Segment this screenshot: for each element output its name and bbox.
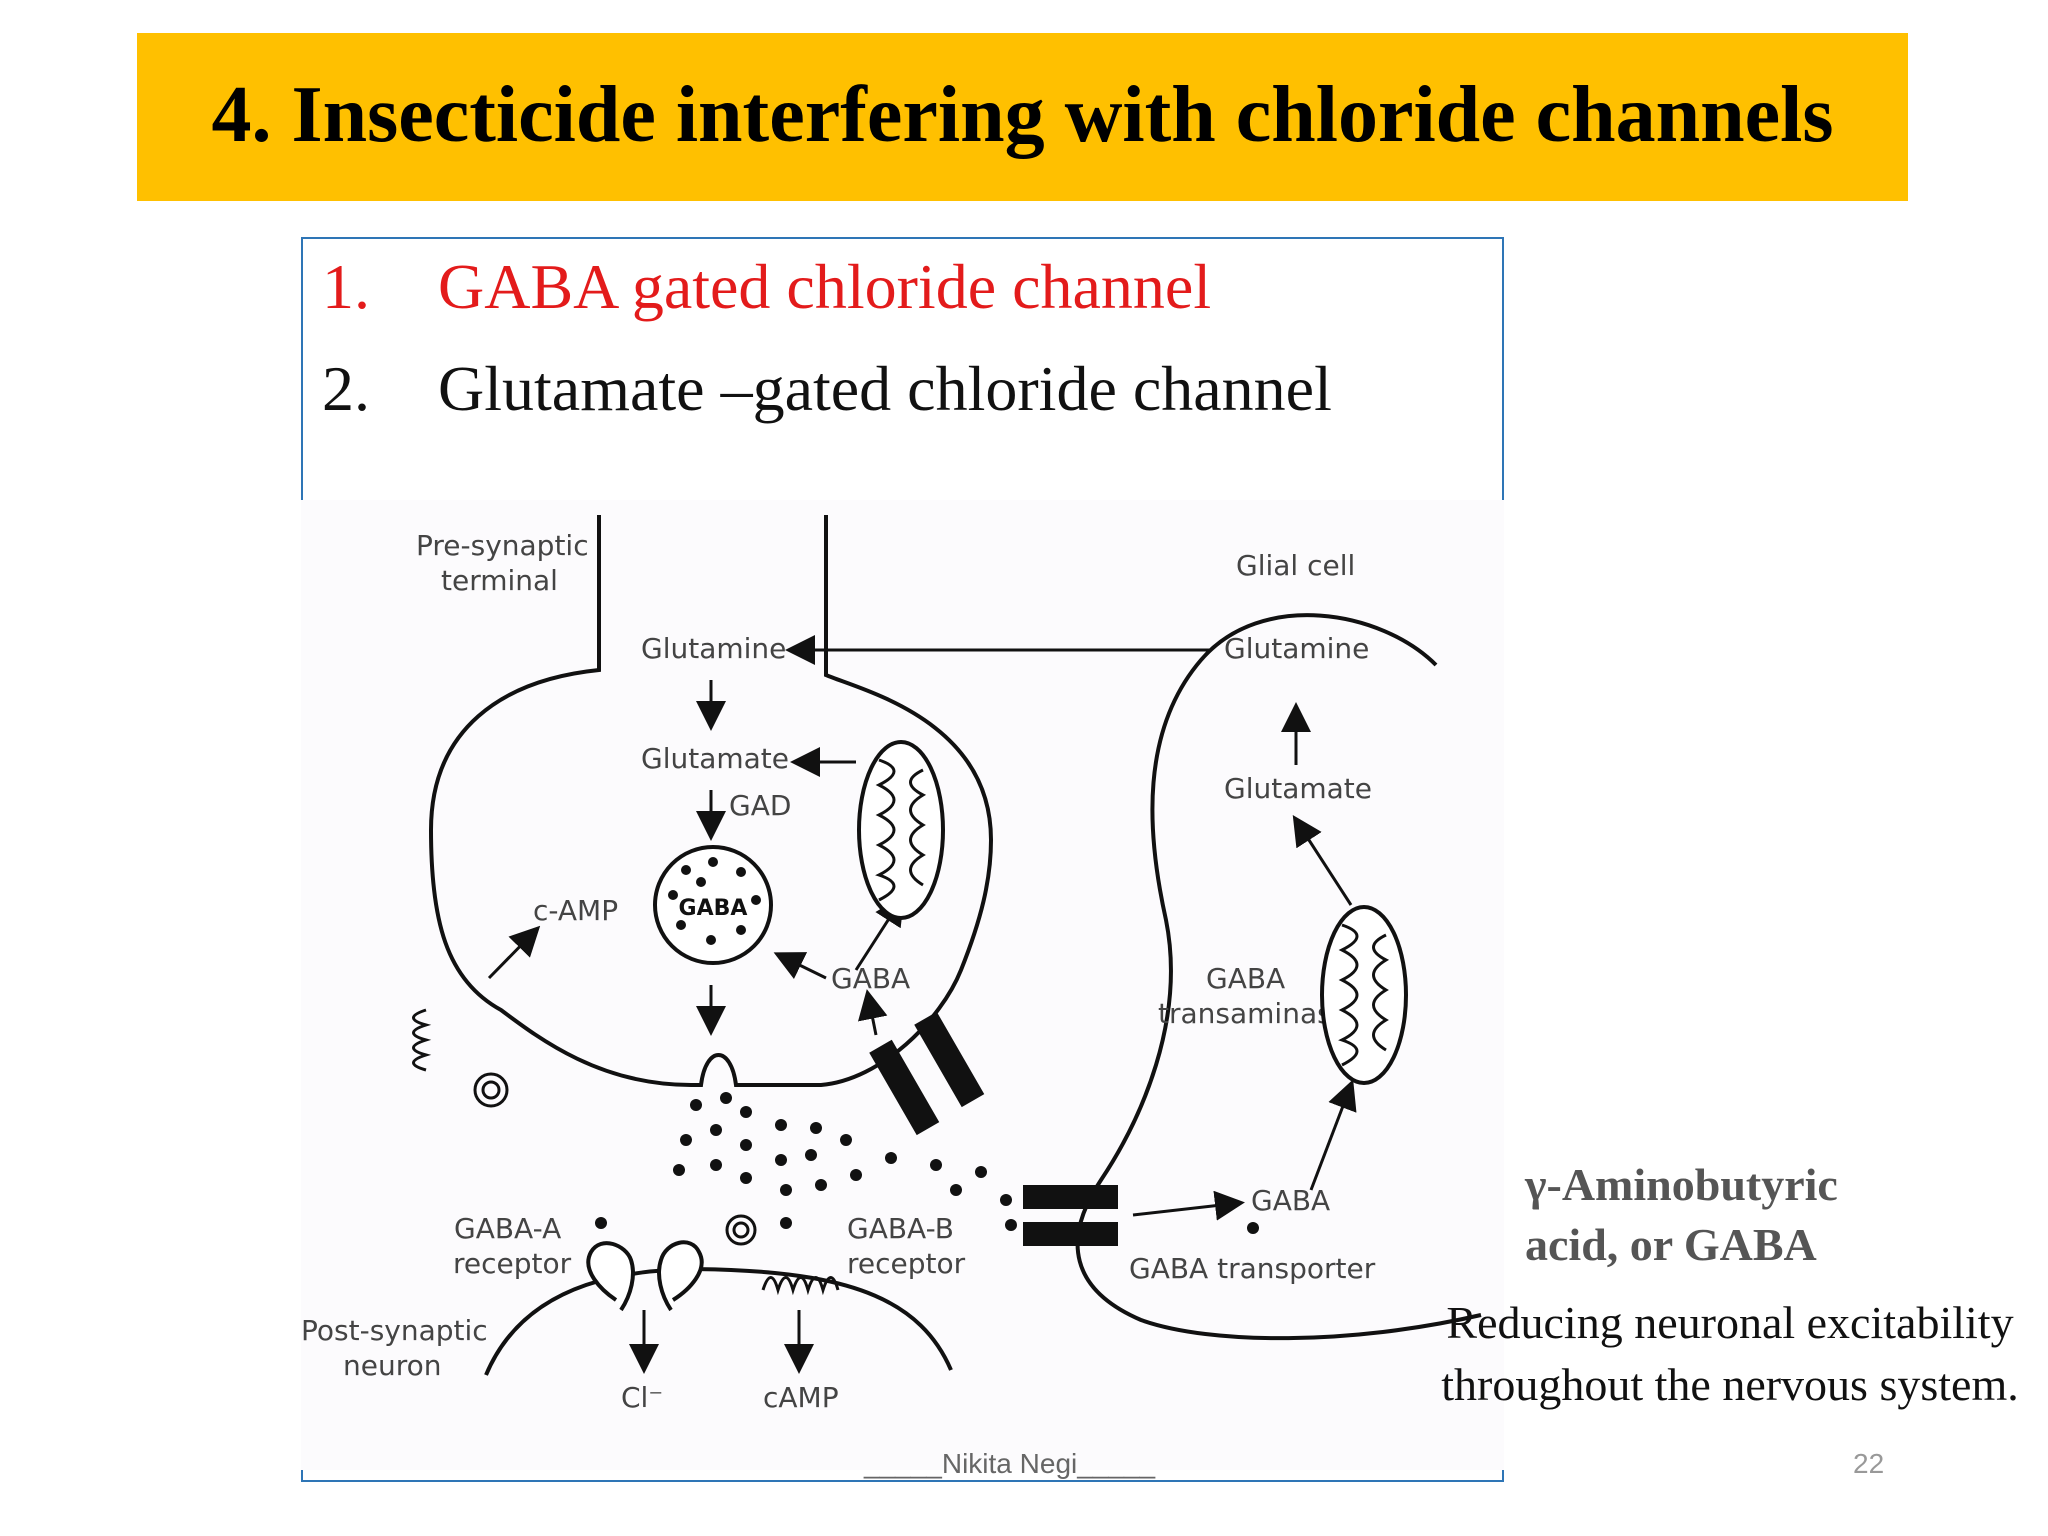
vesicle-label: GABA <box>679 896 748 921</box>
arrow-transporter <box>1132 1190 1245 1221</box>
label-glutamate-left: Glutamate <box>641 742 789 775</box>
gaba-a-receptor <box>586 1240 704 1312</box>
gaba-b-receptor <box>725 1214 840 1296</box>
list-text: Glutamate –gated chloride channel <box>438 353 1332 424</box>
presynaptic-receptor <box>412 1008 509 1108</box>
glial-cell-membrane <box>1075 613 1482 1341</box>
label-transaminase: transaminase <box>1158 997 1349 1030</box>
label-gaba-transaminase: GABA <box>1206 962 1285 995</box>
label-neuron: neuron <box>343 1349 442 1382</box>
label-gaba-mid: GABA <box>831 962 910 995</box>
arrow-reuptake <box>857 989 888 1036</box>
mitochondrion-presynaptic <box>857 740 945 920</box>
label-presynaptic: Pre-synaptic <box>416 529 589 562</box>
title-banner: 4. Insecticide interfering with chloride… <box>137 33 1908 201</box>
label-postsynaptic: Post-synaptic <box>301 1314 488 1347</box>
gaba-vesicle: GABA <box>653 845 773 965</box>
slide-title: 4. Insecticide interfering with chloride… <box>211 71 1834 159</box>
label-chloride: Cl⁻ <box>621 1381 663 1414</box>
glial-gaba-transporter <box>1023 1185 1118 1246</box>
label-glutamine-left: Glutamine <box>641 632 786 665</box>
footer-author: _____Nikita Negi_____ <box>864 1448 1156 1479</box>
label-gaba-a: GABA-A <box>454 1212 561 1245</box>
label-gad: GAD <box>729 789 791 822</box>
arrow-camp-top <box>487 925 541 980</box>
label-gaba-right: GABA <box>1251 1184 1330 1217</box>
gaba-heading-line1: γ-Aminobutyric <box>1525 1159 1838 1210</box>
presynaptic-membrane <box>428 515 994 1087</box>
gaba-heading-line2: acid, or GABA <box>1525 1218 1817 1270</box>
label-gaba-b-receptor: receptor <box>847 1247 966 1280</box>
released-gaba <box>595 1092 1259 1234</box>
mitochondrion-glial <box>1320 905 1408 1085</box>
label-gaba-b: GABA-B <box>847 1212 954 1245</box>
synapse-diagram: Pre-synaptic terminal Glial cell Glutami… <box>301 500 1504 1470</box>
label-terminal: terminal <box>441 564 558 597</box>
arrow-gaba-to-vesicle <box>773 952 827 980</box>
list-number: 1. <box>322 251 370 322</box>
page-number: 22 <box>1853 1448 1885 1479</box>
label-camp-bottom: cAMP <box>763 1381 839 1414</box>
list-text: GABA gated chloride channel <box>438 251 1212 322</box>
label-gaba-transporter: GABA transporter <box>1129 1252 1376 1285</box>
label-glutamine-right: Glutamine <box>1224 632 1369 665</box>
arrow-mito-to-glutamate-glial <box>1292 814 1353 906</box>
label-gaba-a-receptor: receptor <box>453 1247 572 1280</box>
arrow-gaba-to-mito-glial <box>1309 1079 1357 1191</box>
gaba-heading: γ-Aminobutyric acid, or GABA <box>1525 1155 1838 1275</box>
label-camp-top: c-AMP <box>533 894 618 927</box>
postsynaptic-membrane <box>484 1267 953 1376</box>
list-number: 2. <box>322 353 370 424</box>
label-glutamate-right: Glutamate <box>1224 772 1372 805</box>
presynaptic-transporter <box>869 1011 985 1136</box>
label-glial-cell: Glial cell <box>1236 549 1355 582</box>
gaba-description: Reducing neuronal excitability throughou… <box>1441 1297 2019 1411</box>
